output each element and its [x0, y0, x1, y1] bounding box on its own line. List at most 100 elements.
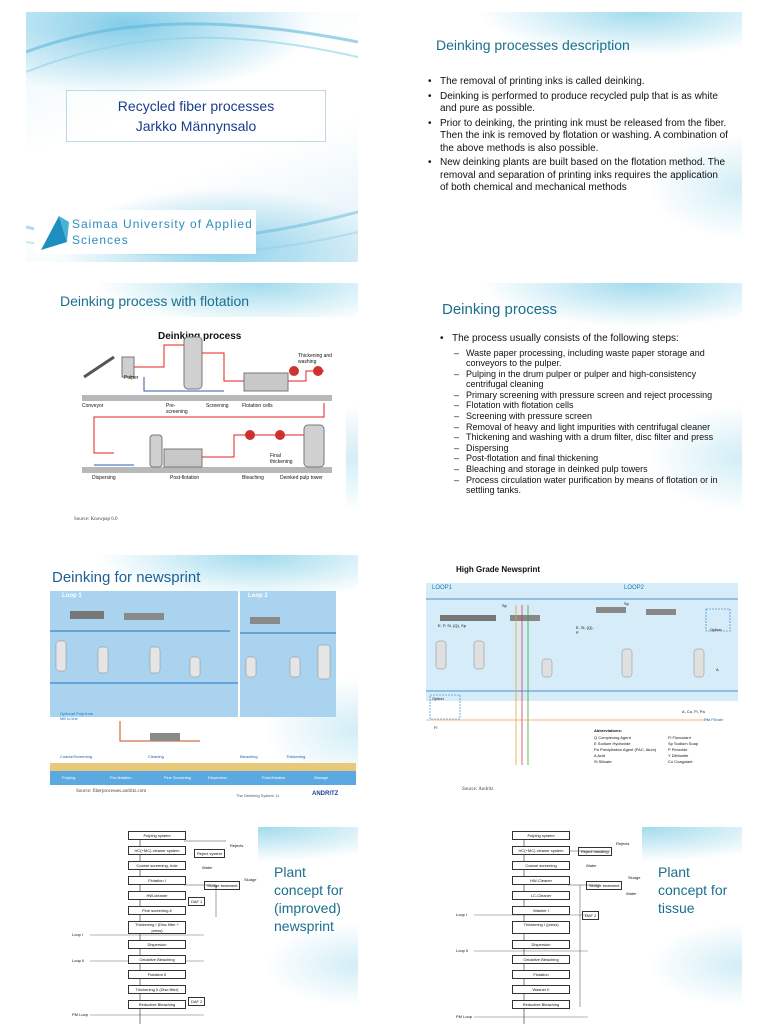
slide-plant-tissue: Pulping system HC(+MC) cleaner system Co… — [410, 827, 742, 1024]
label-flotation-cells: Flotation cells — [242, 403, 273, 409]
option-label: Option — [432, 696, 444, 701]
label-final-thickening: Final thickening — [270, 453, 293, 465]
stage-top: Coarse/Screening — [60, 754, 93, 759]
loop1-label: LOOP1 — [432, 585, 453, 591]
flow-box: Coarse screening, hole — [128, 861, 186, 870]
stage-bottom: Post-flotation — [262, 775, 286, 780]
step-item: Flotation with flotation cells — [440, 400, 738, 411]
option-label: Option — [710, 627, 722, 632]
label-bleaching: Bleaching — [242, 475, 264, 481]
side-box: Sludge treatment — [586, 881, 623, 890]
step-item: Removal of heavy and light impurities wi… — [440, 422, 738, 433]
flow-box: Pulping system — [512, 831, 570, 840]
slide-title: Recycled fiber processes Jarkko Männynsa… — [26, 12, 358, 262]
label-pulper: Pulper — [124, 375, 139, 381]
abbr-item: P Peroxide — [668, 747, 688, 752]
loop2-label: LOOP2 — [624, 585, 645, 591]
side-label: Water — [586, 863, 597, 868]
abbr-item: E Sodium Hydroxide — [594, 741, 631, 746]
footer-text: The Deinking System 11 — [236, 793, 280, 798]
step-list: The process usually consists of the foll… — [440, 333, 738, 496]
slide-heading: Deinking for newsprint — [52, 569, 201, 586]
bullet-list: The removal of printing inks is called d… — [428, 76, 728, 197]
abbr-item: Si Silicate — [594, 759, 612, 764]
step-item: Pulping in the drum pulper or pulper and… — [440, 369, 738, 390]
flow-box: Washer II — [512, 985, 570, 994]
newsprint-schematic — [50, 611, 356, 785]
side-label: Water — [626, 891, 637, 896]
bullet-item: The removal of printing inks is called d… — [428, 76, 728, 89]
chemical-label: E, P, Si, (Q), Sp — [438, 623, 466, 628]
label-prescreening: Pre-screening — [166, 403, 188, 415]
flow-box: HW-cleaner — [128, 891, 186, 900]
stage-top: Cleaning — [148, 754, 164, 759]
abbr-item: Fl Flocculant — [668, 735, 691, 740]
flow-box: Coarse screening — [512, 861, 570, 870]
logo-area: Saimaa University of Applied Sciences — [34, 210, 256, 254]
loop-label: PM Loop — [456, 1014, 473, 1019]
bullet-item: New deinking plants are built based on t… — [428, 157, 728, 195]
side-box: DAF 2 — [582, 911, 600, 920]
logo-text-line2: Sciences — [72, 233, 129, 247]
stage-bottom: Pre-flotation — [110, 775, 132, 780]
flow-box: Dispersion — [128, 940, 186, 949]
flotation-schematic — [82, 336, 332, 473]
flow-box: Thickening I (Disc filter + press) — [128, 921, 186, 934]
title-box — [66, 90, 326, 142]
side-label: Water — [202, 865, 213, 870]
logo-text-line1: Saimaa University of Applied — [72, 217, 253, 231]
stage-top: Thickening — [286, 754, 306, 759]
loop-label: Loop II — [72, 958, 85, 963]
high-grade-schematic — [426, 598, 738, 765]
step-item: Post-flotation and final thickening — [440, 453, 738, 464]
flow-box: Thickening I (press) — [512, 921, 570, 934]
stage-top: Bleaching — [240, 754, 258, 759]
andritz-logo: ANDRITZ — [312, 791, 339, 797]
flow-box: Flotation II — [128, 970, 186, 979]
label-dispersing: Dispersing — [92, 475, 116, 481]
flow-box: Thickening II (Disc filter) — [128, 985, 186, 994]
stage-bottom: Pulping — [62, 775, 76, 780]
flow-box: Dispersion — [512, 940, 570, 949]
step-item: Dispersing — [440, 443, 738, 454]
flow-box: Oxidative Bleaching — [128, 955, 186, 964]
source-note: Source: Andritz — [462, 787, 494, 792]
label-deinked-tower: Deinked pulp tower — [280, 475, 323, 481]
side-box: DAF 1 — [188, 897, 206, 906]
stage-bottom: Fine Screening — [164, 775, 191, 780]
abbreviations-list: Q Complexing Agent Fl Flocculant E Sodiu… — [594, 735, 738, 765]
abbr-item: Q Complexing Agent — [594, 735, 631, 740]
slide-description: Deinking processes description The remov… — [410, 12, 742, 262]
side-box: DAF 2 — [188, 997, 206, 1006]
side-label: Sludge — [244, 877, 257, 882]
slide-high-grade: High Grade Newsprint LOOP1 LOOP2 E, P, S… — [410, 555, 742, 805]
slide-heading: Deinking process — [442, 301, 558, 318]
university-logo-icon — [41, 216, 69, 250]
step-item: Waste paper processing, including waste … — [440, 348, 738, 369]
chemical-label: A, Co, Fl, Pa — [682, 709, 705, 714]
flow-box: HC(+MC) cleaner system — [128, 846, 186, 855]
pm-filtrate-label: PM Filtrate — [704, 717, 724, 722]
slide-newsprint: Deinking for newsprint Loop 1 Loop 2 Opt… — [26, 555, 358, 805]
box-stack: Pulping system HC(+MC) cleaner system Co… — [512, 831, 570, 1009]
step-item: Bleaching and storage in deinked pulp to… — [440, 464, 738, 475]
flow-box: Flotation — [512, 970, 570, 979]
chemical-label: E, Si, (Q), P — [576, 625, 594, 635]
bullet-item: Prior to deinking, the printing ink must… — [428, 118, 728, 156]
flow-box: LC-Cleaner — [512, 891, 570, 900]
stage-bottom: Storage — [314, 775, 329, 780]
flow-box: HW-Cleaner — [512, 876, 570, 885]
slide-heading: High Grade Newsprint — [456, 565, 541, 574]
flow-box: Reductive Bleaching — [512, 1000, 570, 1009]
step-item: Thickening and washing with a drum filte… — [440, 432, 738, 443]
flow-box: Fine screening # — [128, 906, 186, 915]
process-diagram: Deinking process Pulper Conveyor Pre-s — [74, 317, 346, 527]
slide-heading: Deinking processes description — [436, 37, 630, 53]
author-name: Jarkko Männynsalo — [135, 118, 257, 134]
side-label: Rejects — [230, 843, 244, 848]
source-note: Source: Knowpap 6.0 — [74, 517, 118, 522]
side-box: Reject system — [194, 849, 226, 858]
optional-pulp-note: Optional Pulp from Mill to line — [60, 711, 94, 721]
slide-heading: Plant concept for (improved) newsprint — [274, 864, 344, 934]
flow-box: Flotation I — [128, 876, 186, 885]
